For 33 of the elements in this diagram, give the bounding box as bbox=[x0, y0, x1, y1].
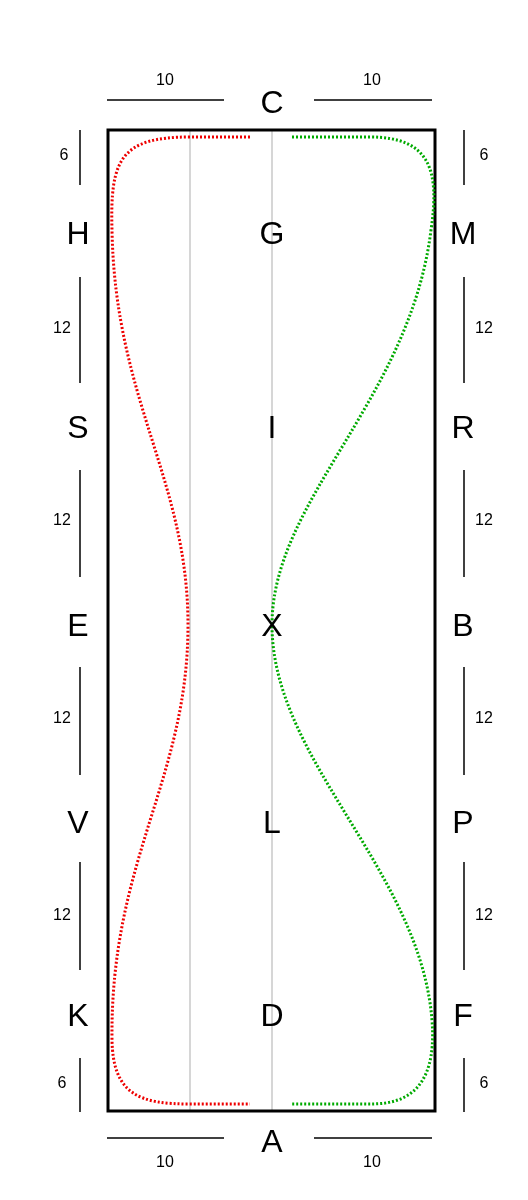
dimension-label: 12 bbox=[53, 512, 71, 528]
dimension-label: 6 bbox=[479, 147, 489, 163]
marker-letter: I bbox=[267, 411, 277, 443]
dimension-label: 10 bbox=[363, 1154, 381, 1170]
marker-letter: H bbox=[66, 217, 90, 249]
dimension-label: 10 bbox=[156, 72, 174, 88]
marker-letter: G bbox=[259, 217, 285, 249]
dimension-label: 6 bbox=[59, 147, 69, 163]
marker-letter: L bbox=[263, 806, 281, 838]
dimension-label: 6 bbox=[479, 1075, 489, 1091]
dimension-label: 12 bbox=[53, 710, 71, 726]
marker-letter: D bbox=[260, 999, 284, 1031]
dimension-label: 12 bbox=[53, 907, 71, 923]
marker-letter: R bbox=[451, 411, 475, 443]
marker-letter: V bbox=[67, 806, 89, 838]
marker-letter: A bbox=[261, 1125, 283, 1157]
dimension-label: 12 bbox=[475, 907, 493, 923]
marker-letter: X bbox=[261, 609, 283, 641]
marker-letter: B bbox=[452, 609, 474, 641]
marker-letter: F bbox=[453, 999, 473, 1031]
dimension-label: 10 bbox=[156, 1154, 174, 1170]
marker-letter: M bbox=[449, 217, 477, 249]
marker-letter: P bbox=[452, 806, 474, 838]
dimension-label: 12 bbox=[475, 512, 493, 528]
dimension-label: 12 bbox=[475, 320, 493, 336]
marker-letter: S bbox=[67, 411, 89, 443]
dimension-label: 12 bbox=[53, 320, 71, 336]
dimension-label: 10 bbox=[363, 72, 381, 88]
dimension-label: 12 bbox=[475, 710, 493, 726]
marker-letter: C bbox=[260, 86, 284, 118]
dimension-label: 6 bbox=[57, 1075, 67, 1091]
marker-letter: K bbox=[67, 999, 89, 1031]
marker-letter: E bbox=[67, 609, 89, 641]
